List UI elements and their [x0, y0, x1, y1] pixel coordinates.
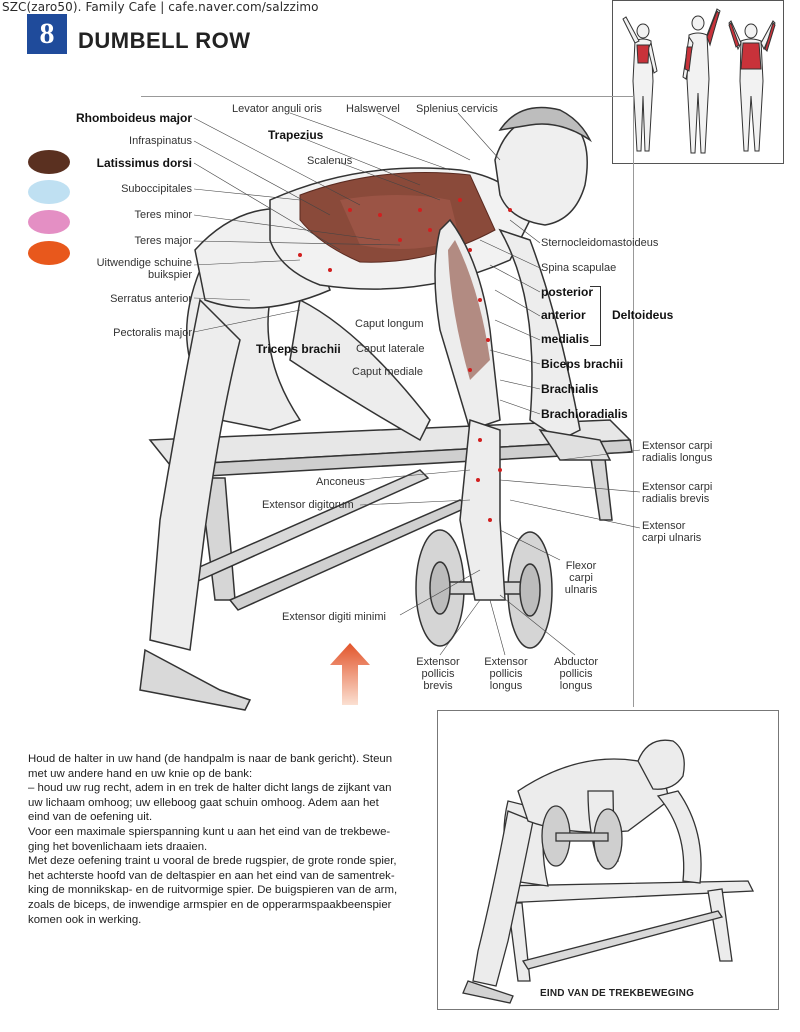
label-uitwendige-schuine-buikspier: Uitwendige schuine buikspier — [96, 257, 192, 281]
label-anconeus: Anconeus — [316, 476, 365, 488]
exercise-description: Houd de halter in uw hand (de handpalm i… — [28, 753, 398, 926]
label-infraspinatus: Infraspinatus — [129, 135, 192, 147]
watermark: SZC(zaro50). Family Cafe | cafe.naver.co… — [2, 0, 319, 14]
figure-illustration — [462, 739, 755, 1004]
deltoideus-bracket — [590, 286, 601, 346]
label-rhomboideus-major: Rhomboideus major — [75, 111, 192, 125]
inset-caption: EIND VAN DE TREKBEWEGING — [540, 988, 695, 999]
page-title: DUMBELL ROW — [78, 28, 251, 53]
label-sternocleidomastoideus: Sternocleidomastoideus — [541, 237, 659, 249]
label-deltoideus-anterior: anterior — [541, 308, 586, 322]
label-deltoideus-medialis: medialis — [541, 332, 590, 346]
label-teres-minor: Teres minor — [134, 209, 192, 221]
label-brachioradialis: Brachioradialis — [541, 407, 628, 421]
label-extensor-carpi-radialis-longus: Extensor carpi radialis longus — [642, 440, 713, 464]
label-extensor-digitorum: Extensor digitorum — [262, 499, 354, 511]
label-abductor-pollicis-longus: Abductor pollicis longus — [553, 656, 599, 692]
label-levator-anguli-oris: Levator anguli oris — [232, 103, 322, 115]
label-scalenus: Scalenus — [307, 155, 353, 167]
legend-swatch-brown — [28, 150, 70, 174]
label-caput-mediale: Caput mediale — [352, 366, 423, 378]
legend-swatch-orange — [28, 241, 70, 265]
arrow-up-icon — [330, 643, 370, 705]
label-pectoralis-major: Pectoralis major — [113, 327, 192, 339]
label-splenius-cervicis: Splenius cervicis — [416, 103, 498, 115]
label-latissimus-dorsi: Latissimus dorsi — [96, 156, 192, 170]
label-extensor-digiti-minimi: Extensor digiti minimi — [282, 611, 386, 623]
legend-swatch-lightblue — [28, 180, 70, 204]
label-triceps-brachii: Triceps brachii — [256, 342, 341, 356]
main-anatomy-illustration — [139, 106, 641, 711]
label-suboccipitales: Suboccipitales — [121, 183, 192, 195]
legend-swatch-pink — [28, 210, 70, 234]
muscle-thumbnail-svg — [622, 8, 776, 154]
label-serratus-anterior: Serratus anterior — [110, 293, 192, 305]
label-extensor-pollicis-longus: Extensor pollicis longus — [484, 656, 528, 692]
label-teres-major: Teres major — [134, 235, 192, 247]
label-caput-laterale: Caput laterale — [356, 343, 425, 355]
inset-end-position — [437, 710, 779, 1010]
label-extensor-carpi-radialis-brevis: Extensor carpi radialis brevis — [642, 481, 713, 505]
label-flexor-carpi-ulnaris: Flexor carpi ulnaris — [564, 560, 598, 596]
label-biceps-brachii: Biceps brachii — [541, 357, 624, 371]
muscle-thumbnail — [612, 0, 784, 164]
label-trapezius: Trapezius — [268, 128, 324, 142]
label-deltoideus-posterior: posterior — [541, 285, 594, 299]
label-deltoideus: Deltoideus — [612, 308, 674, 322]
exercise-number-badge: 8 — [27, 14, 67, 54]
label-extensor-pollicis-brevis: Extensor pollicis brevis — [416, 656, 460, 692]
illustration-frame — [141, 96, 634, 707]
label-halswervel: Halswervel — [346, 103, 400, 115]
label-spina-scapulae: Spina scapulae — [541, 262, 617, 274]
label-caput-longum: Caput longum — [355, 318, 424, 330]
muscle-marker-dots — [298, 198, 512, 522]
label-brachialis: Brachialis — [541, 382, 599, 396]
label-extensor-carpi-ulnaris: Extensor carpi ulnaris — [642, 520, 702, 544]
